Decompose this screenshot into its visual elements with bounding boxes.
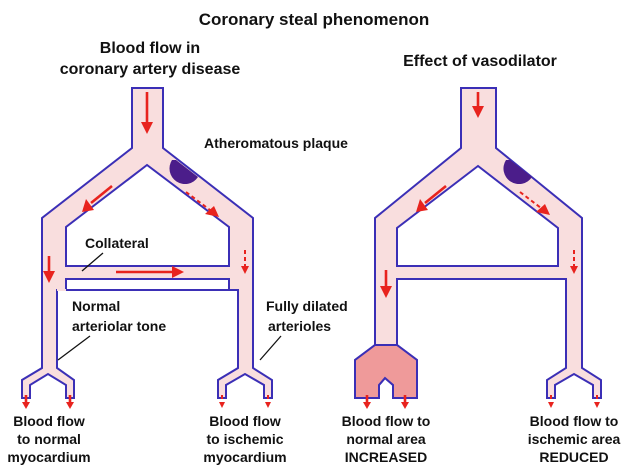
left-bottom-left-line1: Blood flow [13, 413, 85, 429]
right-heading: Effect of vasodilator [403, 53, 557, 70]
label-atheromatous-plaque: Atheromatous plaque [204, 135, 348, 151]
left-heading-line2: coronary artery disease [60, 61, 241, 78]
right-bottom-right-line2: ischemic area [528, 431, 621, 447]
left-heading-line1: Blood flow in [100, 40, 200, 57]
label-normal-tone-line2: arteriolar tone [72, 318, 166, 334]
right-bottom-left-line1: Blood flow to [342, 413, 431, 429]
label-dilated-line1: Fully dilated [266, 298, 348, 314]
left-bottom-right-line3: myocardium [203, 449, 286, 465]
right-panel: Effect of vasodilator Blood flow to norm… [342, 53, 621, 465]
right-bottom-left-line2: normal area [346, 431, 426, 447]
left-bottom-right-line1: Blood flow [209, 413, 281, 429]
right-dilated-arterioles [355, 345, 417, 398]
left-bottom-left-line3: myocardium [7, 449, 90, 465]
left-panel: Blood flow in coronary artery disease [7, 40, 348, 465]
label-normal-tone-line1: Normal [72, 298, 120, 314]
right-bottom-right-line1: Blood flow to [530, 413, 619, 429]
left-lower-opening [66, 279, 229, 290]
diagram-title: Coronary steal phenomenon [199, 10, 429, 29]
right-bottom-left-line3: INCREASED [345, 449, 427, 465]
right-bottom-right-line3: REDUCED [539, 449, 608, 465]
left-bottom-right-line2: to ischemic [206, 431, 283, 447]
label-dilated-line2: arterioles [268, 318, 331, 334]
left-bottom-left-line2: to normal [17, 431, 81, 447]
label-collateral: Collateral [85, 235, 149, 251]
